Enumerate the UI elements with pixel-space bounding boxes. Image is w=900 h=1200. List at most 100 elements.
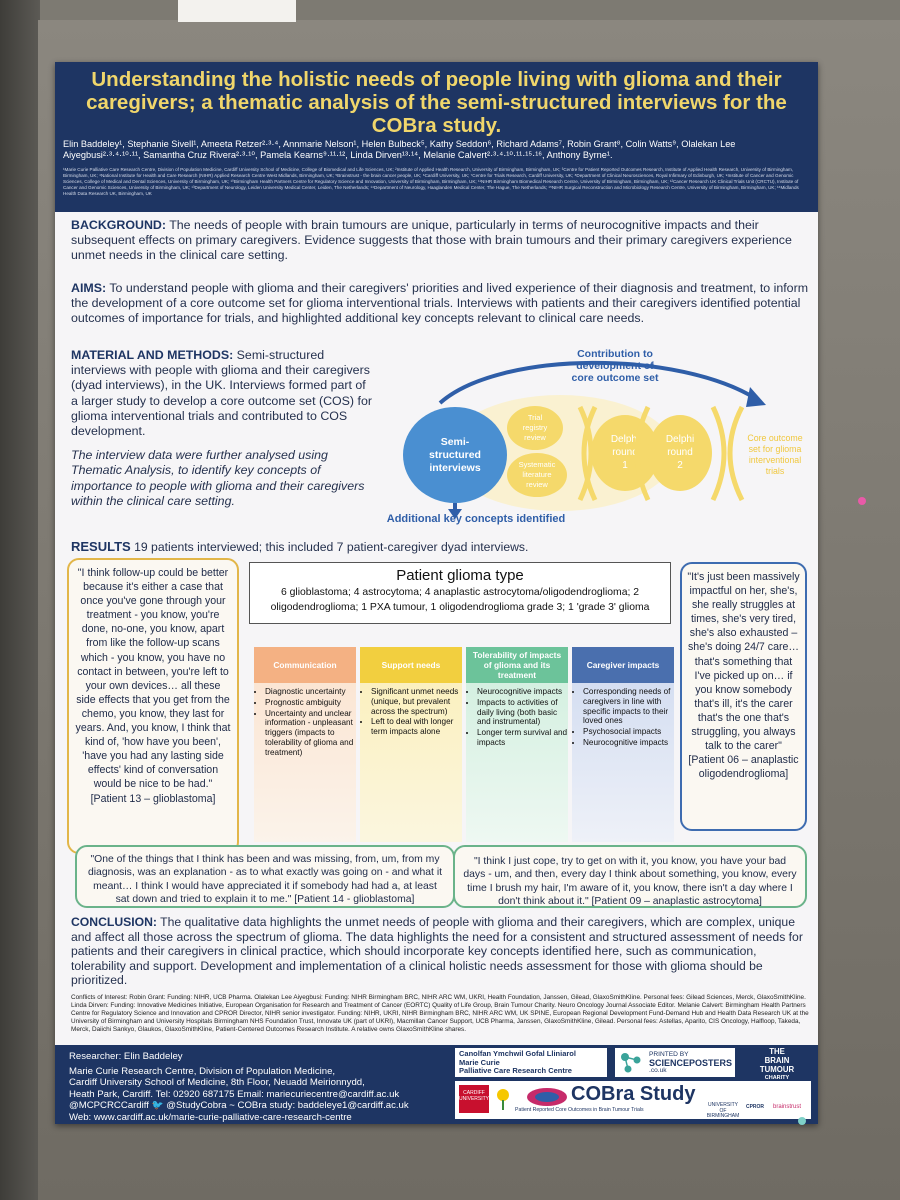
conclusion-heading: CONCLUSION: bbox=[71, 915, 157, 929]
btc-line-4: CHARITY bbox=[764, 1075, 790, 1081]
flow-top-label-1: Contribution to bbox=[577, 348, 653, 360]
cos-label-2: set for glioma bbox=[749, 444, 802, 454]
pin-icon bbox=[798, 1117, 806, 1125]
semi-label-3: interviews bbox=[429, 462, 481, 474]
wall bbox=[0, 0, 40, 1200]
bracket-icon bbox=[577, 405, 594, 502]
d1-label-3: 1 bbox=[622, 460, 628, 471]
quote-patient-09: "I think I just cope, try to get on with… bbox=[453, 845, 807, 908]
sys-label-3: review bbox=[526, 480, 548, 489]
poster-footer: Researcher: Elin Baddeley Marie Curie Re… bbox=[55, 1045, 818, 1124]
bracket-icon bbox=[727, 405, 745, 502]
theme-title: Tolerability of impacts of glioma and it… bbox=[466, 647, 568, 683]
results-text: 19 patients interviewed; this included 7… bbox=[130, 540, 529, 554]
flow-top-label-3: core outcome set bbox=[572, 372, 659, 384]
delphi-round-2-node bbox=[648, 415, 712, 491]
sys-label-2: literature bbox=[522, 470, 551, 479]
researcher-name: Researcher: Elin Baddeley bbox=[69, 1051, 183, 1062]
theme-item: Impacts to activities of daily living (b… bbox=[477, 698, 568, 727]
cos-label-4: trials bbox=[766, 466, 785, 476]
cpror-logo: CPROR bbox=[745, 1104, 765, 1110]
quote-patient-06: "It's just been massively impactful on h… bbox=[680, 562, 807, 831]
molecule-icon bbox=[621, 1053, 641, 1073]
semi-structured-node bbox=[403, 407, 507, 503]
bracket-icon bbox=[634, 405, 651, 502]
theme-title: Caregiver impacts bbox=[572, 647, 674, 683]
theme-title: Communication bbox=[254, 647, 356, 683]
theme-list: Significant unmet needs (unique, but pre… bbox=[360, 687, 462, 737]
contact-block: Researcher: Elin Baddeley Marie Curie Re… bbox=[69, 1051, 449, 1124]
printed-by: PRINTED BY bbox=[649, 1051, 689, 1058]
theme-item: Significant unmet needs (unique, but pre… bbox=[371, 687, 462, 716]
theme-list: Diagnostic uncertainty Prognostic ambigu… bbox=[254, 687, 356, 758]
theme-tolerability: Tolerability of impacts of glioma and it… bbox=[466, 647, 568, 842]
glioma-type-line-2: oligodendroglioma; 1 PXA tumour, 1 oligo… bbox=[270, 602, 650, 613]
poster-header: Understanding the holistic needs of peop… bbox=[55, 62, 818, 212]
btc-line-1: THE bbox=[769, 1047, 785, 1056]
arrowhead-icon bbox=[746, 387, 766, 407]
scienceposters-logo: PRINTED BY SCIENCEPOSTERS .co.uk bbox=[615, 1048, 735, 1077]
brain-tumour-charity-logo: THE BRAIN TUMOUR CHARITY bbox=[745, 1047, 809, 1081]
cardiff-university-logo: CARDIFF UNIVERSITY bbox=[459, 1085, 489, 1113]
theme-item: Prognostic ambiguity bbox=[265, 698, 356, 708]
adjacent-paper bbox=[178, 0, 296, 22]
semi-label-1: Semi- bbox=[441, 436, 470, 448]
study-flow-diagram: Contribution to development of core outc… bbox=[387, 348, 803, 525]
cobra-logo-strip: CARDIFF UNIVERSITY COBra Study Patient R… bbox=[455, 1081, 811, 1119]
glioma-type-line-1: 6 glioblastoma; 4 astrocytoma; 4 anaplas… bbox=[280, 587, 640, 598]
cobra-brain-icon bbox=[527, 1088, 567, 1106]
pin-icon bbox=[858, 497, 866, 505]
d2-label-2: round bbox=[667, 447, 693, 458]
scienceposters-name: SCIENCEPOSTERS bbox=[649, 1058, 733, 1068]
cos-label-1: Core outcome bbox=[747, 433, 802, 443]
mc-cardiff: CARDIFF CAERDYDD bbox=[459, 1076, 517, 1083]
cobra-tagline: Patient Reported Core Outcomes in Brain … bbox=[515, 1107, 644, 1113]
poster: Understanding the holistic needs of peop… bbox=[55, 62, 818, 1124]
d1-label-1: Delphi bbox=[611, 434, 639, 445]
address-line-1: Marie Curie Research Centre, Division of… bbox=[69, 1065, 336, 1077]
theme-item: Longer term survival and impacts bbox=[477, 728, 568, 748]
website: Web: www.cardiff.ac.uk/marie-curie-palli… bbox=[69, 1111, 352, 1123]
poster-title: Understanding the holistic needs of peop… bbox=[86, 68, 787, 137]
results-heading: RESULTS bbox=[71, 539, 131, 554]
theme-caregiver-impacts: Caregiver impacts Corresponding needs of… bbox=[572, 647, 674, 842]
author-list: Elin Baddeley¹, Stephanie Sivell¹, Ameet… bbox=[63, 139, 736, 160]
flow-top-label-2: development of bbox=[576, 360, 654, 372]
background-text: The needs of people with brain tumours a… bbox=[71, 218, 792, 263]
arrowhead-icon bbox=[448, 509, 462, 519]
theme-list: Corresponding needs of caregivers in lin… bbox=[572, 687, 674, 748]
mc-name-1: Marie Curie bbox=[459, 1057, 500, 1067]
bracket-icon bbox=[581, 405, 598, 502]
background-section: BACKGROUND: The needs of people with bra… bbox=[71, 218, 806, 264]
methods-text: Semi-structured interviews with people w… bbox=[71, 348, 372, 439]
mc-name-2: Palliative Care Research Centre bbox=[459, 1066, 572, 1076]
cos-label-3: interventional bbox=[749, 455, 801, 465]
theme-communication: Communication Diagnostic uncertainty Pro… bbox=[254, 647, 356, 842]
methods-italic: The interview data were further analysed… bbox=[71, 448, 365, 508]
affiliations: ¹Marie Curie Palliative Care Research Ce… bbox=[63, 167, 799, 196]
theme-support-needs: Support needs Significant unmet needs (u… bbox=[360, 647, 462, 842]
d1-label-2: round bbox=[612, 447, 638, 458]
address-line-2: Cardiff University School of Medicine, 8… bbox=[69, 1077, 365, 1089]
aims-section: AIMS: To understand people with glioma a… bbox=[71, 281, 811, 327]
cobra-study-name: COBra Study bbox=[571, 1083, 696, 1105]
scienceposters-domain: .co.uk bbox=[649, 1067, 667, 1074]
quote-patient-13: "I think follow-up could be better becau… bbox=[67, 558, 239, 854]
results-line: RESULTS 19 patients interviewed; this in… bbox=[71, 539, 528, 554]
aims-heading: AIMS: bbox=[71, 281, 107, 295]
btc-line-2: BRAIN bbox=[764, 1056, 790, 1065]
bracket-icon bbox=[710, 405, 727, 502]
semi-label-2: structured bbox=[429, 449, 481, 461]
delphi-round-1-node bbox=[591, 415, 659, 491]
conflicts-of-interest: Conflicts of Interest: Robin Grant: Fund… bbox=[71, 994, 809, 1034]
sys-label-1: Systematic bbox=[519, 460, 556, 469]
theme-item: Psychosocial impacts bbox=[583, 727, 674, 737]
d2-label-1: Delphi bbox=[666, 434, 694, 445]
systematic-review-node bbox=[507, 453, 567, 497]
theme-item: Uncertainty and unclear information - un… bbox=[265, 709, 356, 758]
theme-title: Support needs bbox=[360, 647, 462, 683]
address-line-3: Heath Park, Cardiff. Tel: 02920 687175 E… bbox=[69, 1088, 400, 1100]
theme-list: Neurocognitive impacts Impacts to activi… bbox=[466, 687, 568, 748]
mc-welsh: Canolfan Ymchwil Gofal Lliniarol bbox=[459, 1049, 576, 1058]
contribution-arrow bbox=[438, 360, 760, 405]
